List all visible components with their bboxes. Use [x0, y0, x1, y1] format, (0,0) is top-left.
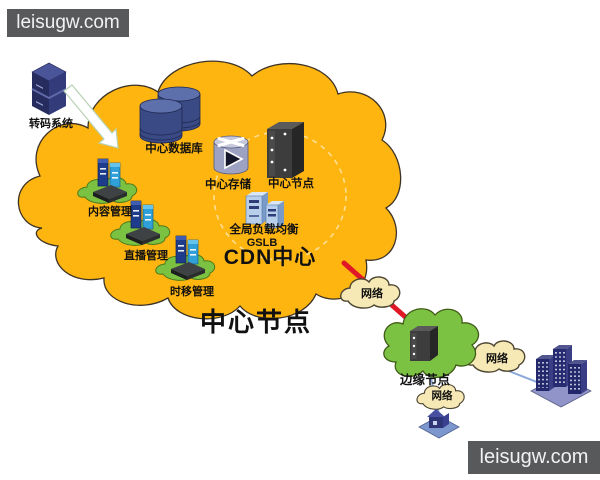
watermark-bottom: leisugw.com: [468, 441, 600, 474]
cdn-center-label: CDN中心: [223, 246, 317, 269]
central-node-icon-label: 中心节点: [268, 178, 314, 190]
transcoding-server-icon: [31, 62, 67, 115]
edge-node-server-icon: [410, 326, 438, 361]
gslb-title-label: 全局负载均衡: [229, 224, 299, 236]
live-mgmt-label: 直播管理: [124, 250, 168, 262]
central-node-big-label: 中心节点: [199, 307, 312, 337]
central-storage-label: 中心存储: [205, 179, 251, 191]
content-mgmt-label: 内容管理: [88, 206, 132, 218]
edge-node-label: 边缘节点: [399, 373, 450, 387]
network-label-1: 网络: [361, 288, 383, 300]
watermark-top: leisugw.com: [7, 9, 129, 37]
transcode-arrow: [63, 84, 119, 149]
network-label-2: 网络: [486, 353, 508, 365]
home-icon: [418, 409, 460, 439]
center-database-icon: [139, 86, 201, 144]
buildings-icon: [530, 345, 592, 408]
gslb-servers-icon: [245, 192, 284, 229]
timeshift-mgmt-label: 时移管理: [170, 286, 214, 298]
central-database-label: 中心数据库: [145, 143, 203, 155]
gslb-abbr-label: GSLB: [246, 237, 278, 249]
transcoding-label: 转码系统: [29, 118, 73, 130]
core-services-dashed-ring: [213, 131, 347, 261]
network-label-3: 网络: [431, 390, 453, 402]
center-storage-icon: [213, 135, 249, 175]
center-node-icon: [267, 122, 304, 178]
